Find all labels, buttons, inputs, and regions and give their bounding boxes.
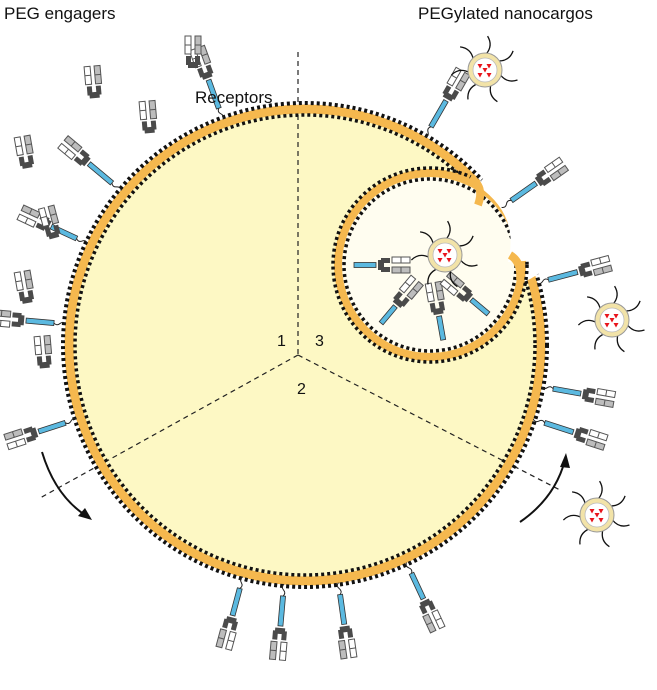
receptor-icon <box>215 576 244 651</box>
peg-engager-icon <box>392 274 424 309</box>
peg-engager-icon <box>13 269 35 304</box>
receptor-icon <box>353 256 411 274</box>
peg-engager-icon <box>578 254 613 278</box>
nanocargo-icon <box>577 285 645 353</box>
nanocargo-icon <box>562 480 630 548</box>
endocytic-pocket <box>331 166 560 364</box>
pocket-lip-bottom <box>507 251 525 281</box>
receptor-icon <box>0 309 67 328</box>
pocket-gap <box>478 168 541 262</box>
peg-engager-icon <box>0 309 25 328</box>
peg-engager-icon <box>215 616 238 651</box>
receptor-icon <box>378 274 424 326</box>
receptor-icon <box>536 254 613 285</box>
peg-engager-icon <box>534 156 570 187</box>
receptor-icon <box>501 156 570 208</box>
peg-engagers-label: PEG engagers <box>4 4 116 23</box>
rotation-arrow-icon <box>41 451 86 516</box>
pocket-interior <box>342 177 518 353</box>
receptor-layer <box>0 44 617 662</box>
peg-engager-icon <box>33 334 53 369</box>
nanocargo-layer <box>410 35 645 548</box>
pegylated-nanocargos-label: PEGylated nanocargos <box>418 4 593 23</box>
nanocargo-icon <box>450 35 518 103</box>
peg-engager-icon <box>268 627 288 662</box>
peg-engager-icon <box>13 134 35 169</box>
peg-engager-icon <box>573 427 609 451</box>
peg-engager-icon <box>184 35 202 68</box>
peg-engager-icon <box>37 204 61 240</box>
receptor-icon <box>424 66 471 138</box>
receptor-icon <box>405 562 446 634</box>
divider-right <box>297 354 561 491</box>
arrowhead-icon <box>78 508 92 520</box>
receptor-icon <box>57 135 122 191</box>
region-2-label: 2 <box>297 381 306 398</box>
receptor-icon <box>3 418 77 451</box>
nanocargo-icon <box>410 220 478 288</box>
receptor-icon <box>540 385 617 408</box>
peg-engager-icon <box>419 598 446 634</box>
receptor-icon <box>532 418 609 451</box>
receptors-label: Receptors <box>195 88 273 107</box>
peg-engager-icon <box>3 426 39 451</box>
peg-engager-icon <box>424 280 446 316</box>
divider-left <box>39 354 299 499</box>
peg-engager-icon <box>337 625 358 660</box>
arrowhead-icon <box>560 453 570 468</box>
free-engager-layer <box>13 35 202 369</box>
peg-engager-icon <box>378 256 411 274</box>
peg-engager-icon <box>138 99 158 134</box>
region-1-label: 1 <box>277 333 286 350</box>
region-3-label: 3 <box>315 333 324 350</box>
peg-engager-icon <box>439 271 474 303</box>
receptor-icon <box>424 280 447 341</box>
rotation-arrow-icon <box>519 459 566 523</box>
region-dividers <box>39 52 561 499</box>
pocket-outer-dots <box>331 166 529 364</box>
membrane-outer-dots <box>61 101 549 589</box>
membrane-inner-dots <box>73 113 537 577</box>
receptor-icon <box>439 271 491 317</box>
peg-engager-icon <box>83 64 103 99</box>
peg-engager-icon <box>57 135 91 167</box>
peg-engager-icon <box>581 387 617 408</box>
pocket-lip-top <box>467 174 485 207</box>
receptor-icon <box>268 583 288 662</box>
receptor-icon <box>336 582 358 660</box>
membrane-band <box>64 104 546 586</box>
